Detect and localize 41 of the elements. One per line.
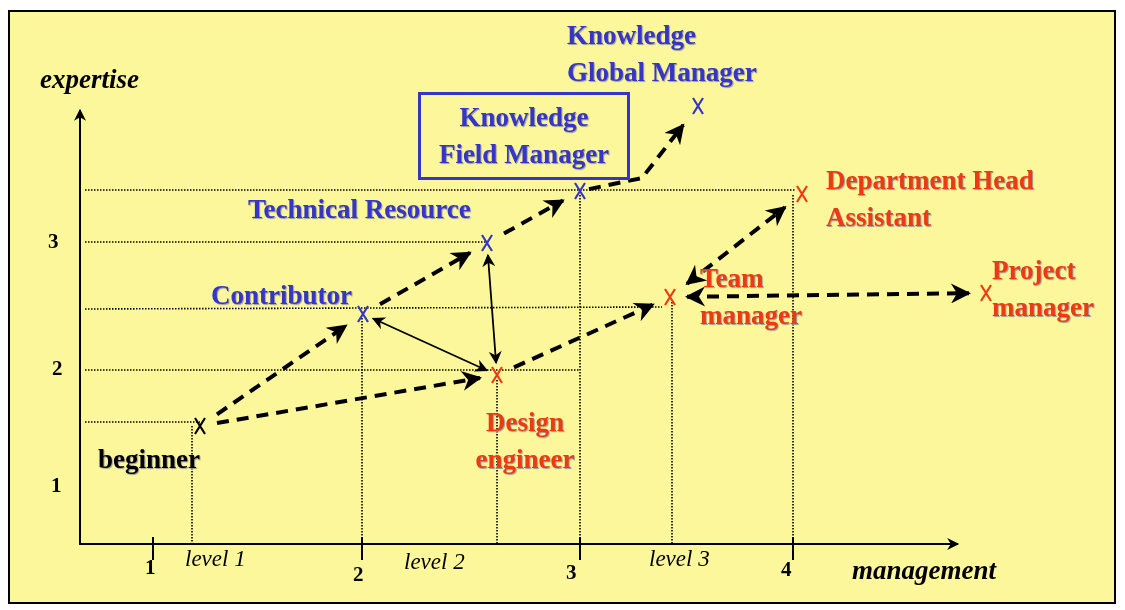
cross-marker: [795, 185, 809, 203]
arrow: [503, 198, 565, 236]
role-label: Team manager: [700, 262, 803, 332]
arrow: [685, 205, 787, 286]
role-label: Technical Resource: [248, 193, 472, 226]
role-label: Contributor: [210, 279, 352, 312]
cross-marker: [573, 182, 587, 200]
cross-marker: [979, 284, 993, 302]
cross-marker: [356, 305, 370, 323]
role-label: Knowledge Field Manager: [437, 101, 611, 171]
cross-marker: [663, 288, 677, 306]
tick-label: 4: [781, 557, 792, 582]
arrow: [482, 253, 502, 365]
level-label: level 3: [649, 546, 710, 572]
cross-marker: [691, 97, 705, 115]
arrow: [216, 371, 482, 426]
cross-marker: [193, 417, 207, 435]
role-label: beginner: [98, 443, 201, 476]
role-label: Knowledge Global Manager: [567, 19, 758, 89]
tick-label: 1: [145, 555, 156, 580]
role-label: Department Head Assistant: [826, 164, 1035, 234]
tick-label: 2: [353, 562, 364, 587]
arrow: [379, 251, 472, 306]
tick-label: 2: [52, 356, 63, 381]
role-label: Design engineer: [474, 406, 576, 476]
level-label: level 1: [185, 546, 246, 572]
role-label: Project manager: [992, 254, 1095, 324]
cross-marker: [480, 234, 494, 252]
cross-marker: [490, 366, 504, 384]
highlight-box: [418, 92, 630, 180]
axis-title: management: [852, 555, 996, 586]
arrow: [215, 324, 348, 416]
tick-label: 3: [566, 560, 577, 585]
arrow: [685, 283, 971, 307]
tick-label: 1: [51, 473, 62, 498]
arrow: [513, 302, 655, 370]
tick-label: 3: [48, 229, 59, 254]
arrow: [588, 123, 685, 192]
arrow: [371, 317, 489, 372]
axis-title: expertise: [40, 64, 139, 95]
level-label: level 2: [404, 549, 465, 575]
